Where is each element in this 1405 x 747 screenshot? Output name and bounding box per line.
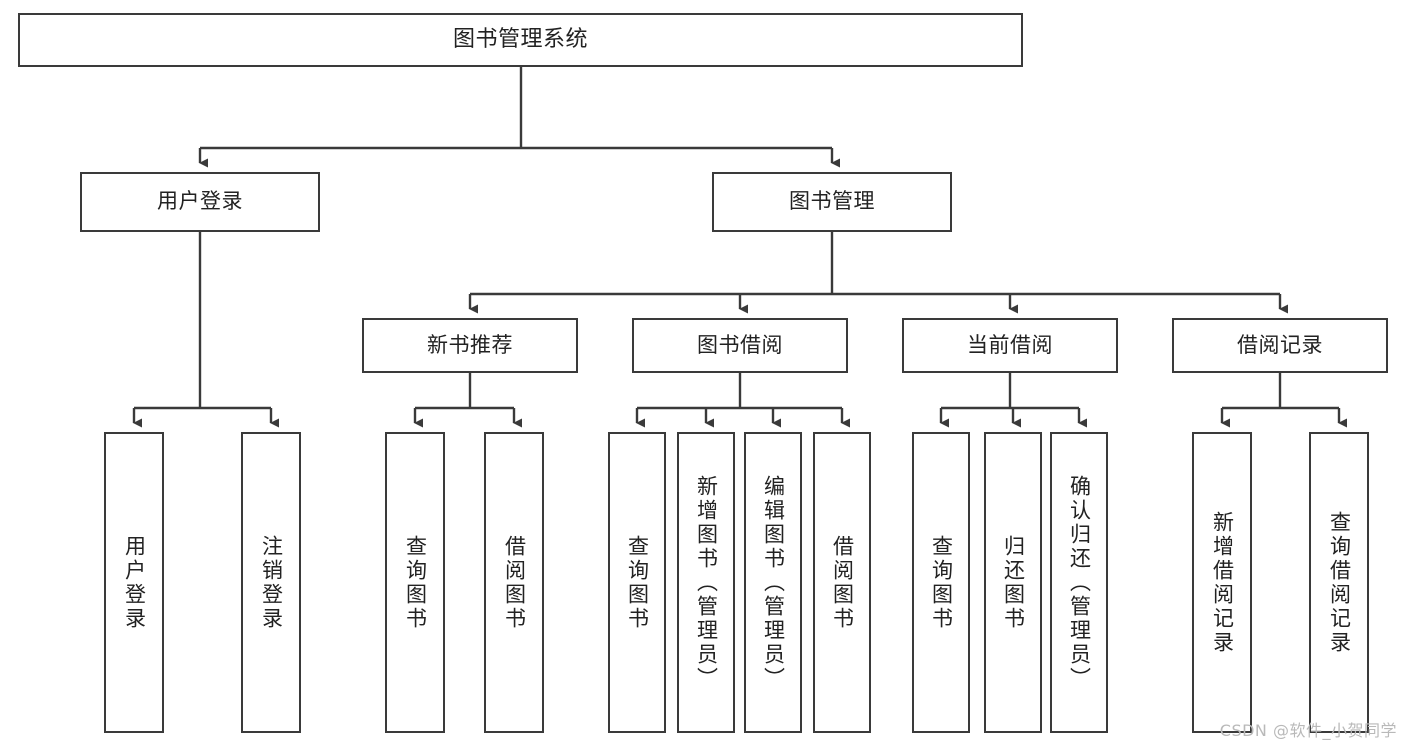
watermark-text: CSDN @软件_小贺同学 — [1219, 721, 1397, 740]
node-label-login: 用户登录 — [157, 189, 243, 214]
node-label-c_query: 查询图书 — [929, 534, 954, 631]
node-label-b_edit: 编辑图书（管理员） — [761, 474, 786, 691]
node-login: 用户登录 — [80, 172, 320, 232]
node-r_add: 新增借阅记录 — [1192, 432, 1252, 733]
node-c_query: 查询图书 — [912, 432, 970, 733]
node-label-n_query: 查询图书 — [403, 534, 428, 631]
node-label-c_return: 归还图书 — [1001, 534, 1026, 631]
node-records: 借阅记录 — [1172, 318, 1388, 373]
node-l_userlogin: 用户登录 — [104, 432, 164, 733]
node-b_edit: 编辑图书（管理员） — [744, 432, 802, 733]
node-c_confirm: 确认归还（管理员） — [1050, 432, 1108, 733]
node-label-b_query: 查询图书 — [625, 534, 650, 631]
node-label-n_borrow: 借阅图书 — [502, 534, 527, 631]
node-current: 当前借阅 — [902, 318, 1118, 373]
node-b_query: 查询图书 — [608, 432, 666, 733]
node-l_logout: 注销登录 — [241, 432, 301, 733]
node-n_borrow: 借阅图书 — [484, 432, 544, 733]
node-label-root: 图书管理系统 — [452, 26, 588, 52]
node-b_add: 新增图书（管理员） — [677, 432, 735, 733]
node-c_return: 归还图书 — [984, 432, 1042, 733]
node-bookmgmt: 图书管理 — [712, 172, 952, 232]
node-root: 图书管理系统 — [18, 13, 1023, 67]
node-label-current: 当前借阅 — [967, 332, 1053, 357]
node-label-r_add: 新增借阅记录 — [1210, 510, 1235, 655]
node-label-b_borrow: 借阅图书 — [830, 534, 855, 631]
node-label-bookmgmt: 图书管理 — [789, 189, 875, 214]
node-borrow: 图书借阅 — [632, 318, 848, 373]
node-label-records: 借阅记录 — [1237, 332, 1323, 357]
node-label-r_query: 查询借阅记录 — [1327, 510, 1352, 655]
node-b_borrow: 借阅图书 — [813, 432, 871, 733]
node-newbook: 新书推荐 — [362, 318, 578, 373]
node-label-l_logout: 注销登录 — [259, 534, 284, 631]
node-r_query: 查询借阅记录 — [1309, 432, 1369, 733]
node-n_query: 查询图书 — [385, 432, 445, 733]
node-label-c_confirm: 确认归还（管理员） — [1067, 474, 1092, 691]
node-label-borrow: 图书借阅 — [697, 332, 783, 357]
node-label-newbook: 新书推荐 — [427, 332, 513, 357]
node-label-l_userlogin: 用户登录 — [122, 534, 147, 631]
node-label-b_add: 新增图书（管理员） — [694, 474, 719, 691]
